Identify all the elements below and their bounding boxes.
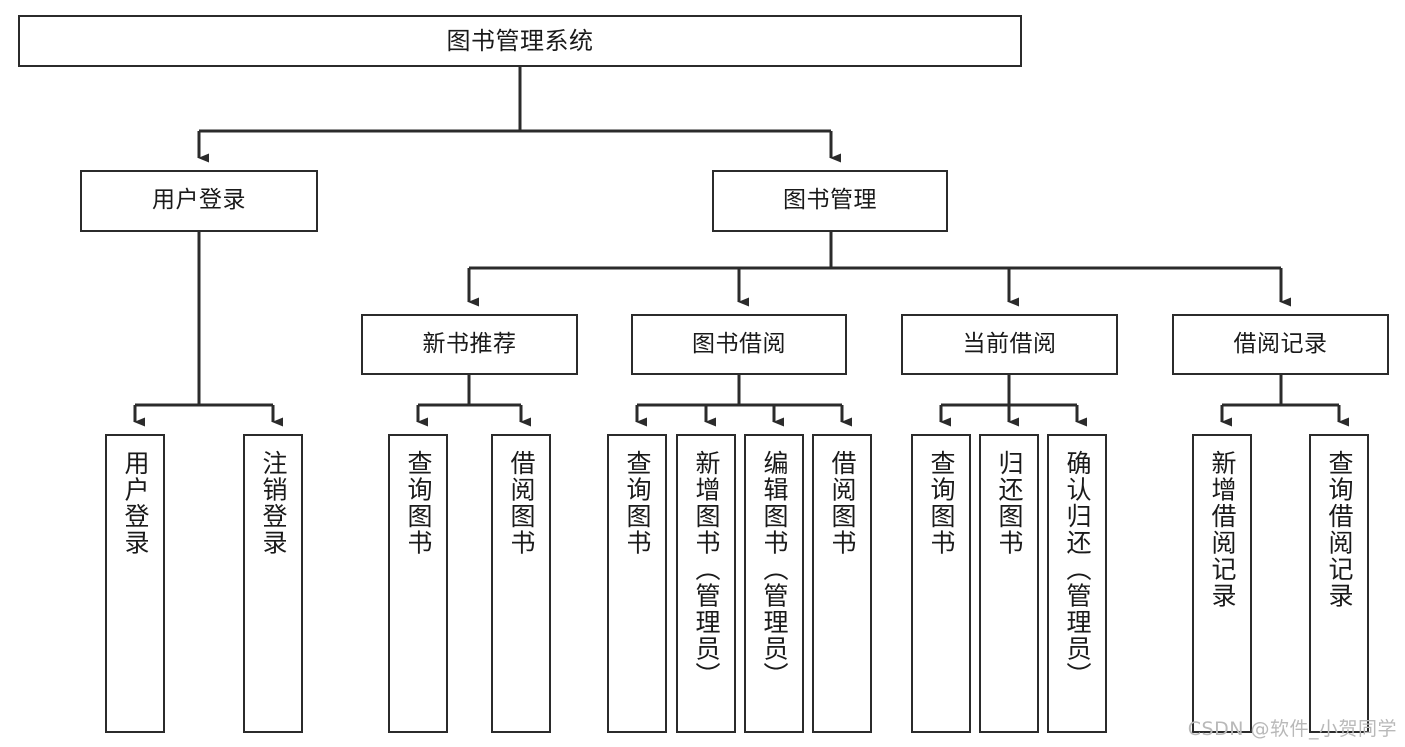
leaf-record-query-record[interactable]: 查询借阅记录 xyxy=(1309,434,1369,733)
node-root-system[interactable]: 图书管理系统 xyxy=(18,15,1022,67)
leaf-current-return-book[interactable]: 归还图书 xyxy=(979,434,1039,733)
node-user-login[interactable]: 用户登录 xyxy=(80,170,318,232)
leaf-record-add-record[interactable]: 新增借阅记录 xyxy=(1192,434,1252,733)
leaf-recommend-query-book[interactable]: 查询图书 xyxy=(388,434,448,733)
node-label: 新书推荐 xyxy=(422,330,517,357)
node-label: 借阅记录 xyxy=(1233,330,1328,357)
leaf-recommend-borrow-book[interactable]: 借阅图书 xyxy=(491,434,551,733)
node-borrow-record[interactable]: 借阅记录 xyxy=(1172,314,1389,375)
leaf-current-confirm-return[interactable]: 确认归还（管理员） xyxy=(1047,434,1107,733)
leaf-borrow-add-book[interactable]: 新增图书（管理员） xyxy=(676,434,736,733)
node-label: 编辑图书（管理员） xyxy=(760,450,789,689)
leaf-borrow-edit-book[interactable]: 编辑图书（管理员） xyxy=(744,434,804,733)
node-label: 用户登录 xyxy=(121,450,150,556)
node-new-book-recommend[interactable]: 新书推荐 xyxy=(361,314,578,375)
node-label: 新增图书（管理员） xyxy=(692,450,721,689)
node-book-borrow[interactable]: 图书借阅 xyxy=(631,314,847,375)
leaf-user-login[interactable]: 用户登录 xyxy=(105,434,165,733)
node-label: 图书借阅 xyxy=(692,330,786,357)
node-label: 查询图书 xyxy=(623,450,652,556)
node-label: 查询图书 xyxy=(927,450,956,556)
node-label: 归还图书 xyxy=(995,450,1024,556)
node-label: 用户登录 xyxy=(152,187,246,214)
node-label: 注销登录 xyxy=(259,450,288,556)
node-label: 图书管理 xyxy=(783,187,877,214)
leaf-borrow-query-book[interactable]: 查询图书 xyxy=(607,434,667,733)
leaf-current-query-book[interactable]: 查询图书 xyxy=(911,434,971,733)
csdn-watermark: CSDN @软件_小贺同学 xyxy=(1187,718,1397,740)
leaf-borrow-borrow-book[interactable]: 借阅图书 xyxy=(812,434,872,733)
node-label: 借阅图书 xyxy=(507,450,536,556)
node-current-borrow[interactable]: 当前借阅 xyxy=(901,314,1118,375)
node-label: 新增借阅记录 xyxy=(1208,450,1237,609)
node-label: 确认归还（管理员） xyxy=(1063,450,1092,689)
node-label: 查询图书 xyxy=(404,450,433,556)
node-book-management[interactable]: 图书管理 xyxy=(712,170,948,232)
node-label: 图书管理系统 xyxy=(446,26,594,55)
node-label: 当前借阅 xyxy=(962,330,1057,357)
node-label: 查询借阅记录 xyxy=(1325,450,1354,609)
leaf-logout[interactable]: 注销登录 xyxy=(243,434,303,733)
node-label: 借阅图书 xyxy=(828,450,857,556)
